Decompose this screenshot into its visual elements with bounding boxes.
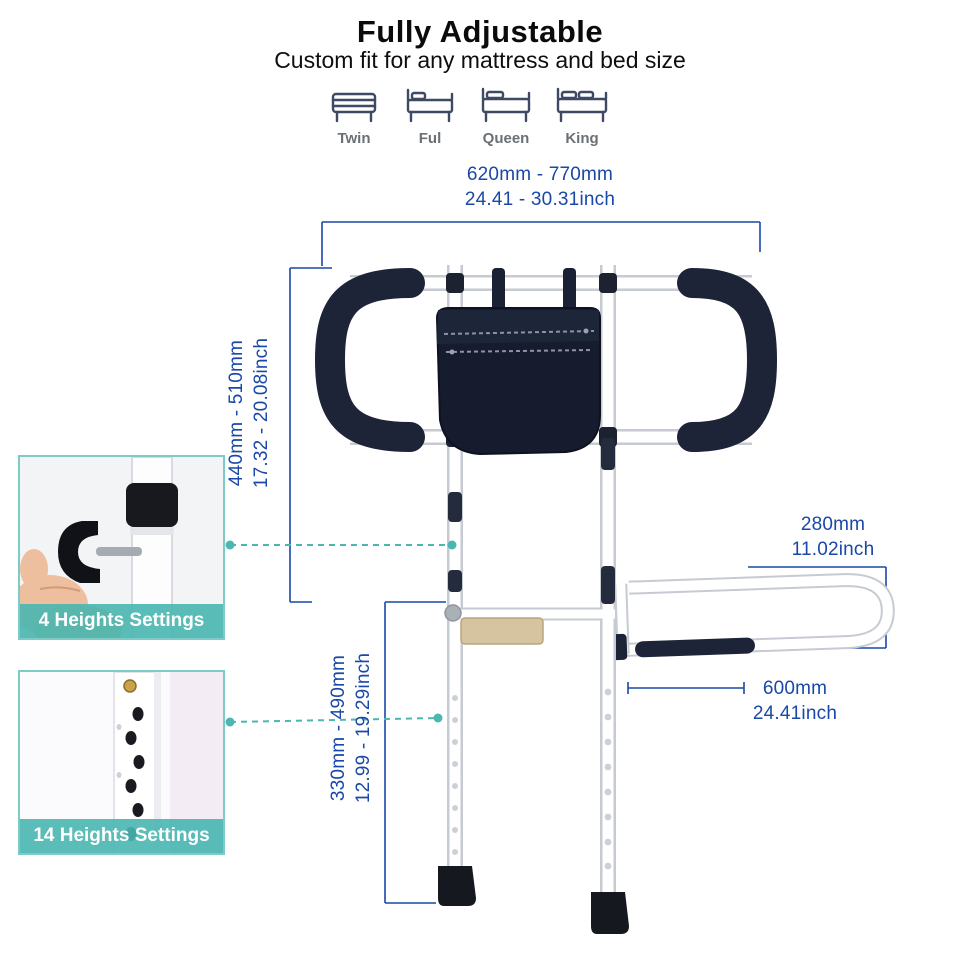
dimension-lines	[289, 221, 887, 904]
dimension-upper-height-mm: 440mm - 510mm	[226, 339, 247, 487]
dimension-top-width-mm: 620mm - 770mm	[466, 164, 614, 185]
bed-queen-icon	[481, 87, 531, 123]
adjustment-collar	[601, 438, 615, 470]
bed-size-label: Twin	[337, 130, 371, 147]
dim-line-upper-height	[289, 267, 332, 603]
bed-twin-icon	[331, 92, 377, 123]
bed-full-icon	[406, 88, 454, 123]
dimension-lower-height-inch: 12.99 - 19.29inch	[353, 652, 374, 804]
right-handle-grip	[677, 268, 778, 452]
bed-size-full: Ful	[398, 84, 462, 147]
locking-pin	[96, 547, 142, 556]
dimension-loop-length-inch: 24.41inch	[752, 703, 838, 724]
fold-plate	[460, 617, 544, 645]
dimension-top-width: 620mm - 770mm 24.41 - 30.31inch	[420, 162, 660, 212]
left-foot-cap	[438, 866, 476, 906]
dimension-loop-height-mm: 280mm	[800, 514, 866, 535]
left-handle-grip	[314, 268, 425, 452]
adjustment-collar	[448, 570, 462, 592]
page-title: Fully Adjustable	[356, 14, 604, 49]
adjustment-collar	[448, 492, 462, 522]
right-foot-cap	[591, 892, 629, 934]
support-loop	[604, 573, 895, 661]
storage-pouch	[435, 268, 601, 456]
dim-line-top-width	[321, 221, 761, 266]
bed-size-label: King	[565, 130, 599, 147]
dimension-loop-length-mm: 600mm	[762, 678, 828, 699]
leg-holes	[452, 688, 612, 870]
dimension-loop-height: 280mm 11.02inch	[763, 512, 903, 562]
callout-connectors	[225, 540, 457, 727]
bed-king-icon	[556, 87, 608, 123]
pole-cap	[126, 483, 178, 527]
dimension-upper-height: 440mm - 510mm 17.32 - 20.08inch	[224, 243, 274, 583]
inset-14-heights-photo: 14 Heights Settings	[18, 670, 225, 855]
inset-4-heights-label: 4 Heights Settings	[20, 604, 223, 638]
dimension-loop-length: 600mm 24.41inch	[725, 676, 865, 726]
brass-pin	[123, 679, 137, 693]
dim-line-loop-length	[627, 682, 745, 694]
connector-14-heights	[229, 717, 439, 723]
locking-clip	[58, 521, 100, 583]
inset-14-heights-label: 14 Heights Settings	[20, 819, 223, 853]
bed-size-label: Queen	[482, 130, 530, 147]
dimension-upper-height-inch: 17.32 - 20.08inch	[251, 337, 272, 489]
bed-size-queen: Queen	[474, 84, 538, 147]
adjustment-collar	[601, 566, 615, 604]
loop-grip	[635, 637, 755, 658]
dimension-lower-height: 330mm - 490mm 12.99 - 19.29inch	[326, 558, 376, 898]
page-subtitle: Custom fit for any mattress and bed size	[274, 47, 686, 73]
inset-4-heights-photo: 4 Heights Settings	[18, 455, 225, 640]
bed-size-twin: Twin	[322, 84, 386, 147]
bed-size-king: King	[550, 84, 614, 147]
bed-size-label: Ful	[418, 130, 442, 147]
bed-size-row: Twin Ful Queen	[322, 84, 614, 147]
dimension-loop-height-inch: 11.02inch	[791, 539, 875, 560]
dim-line-lower-height	[384, 601, 446, 904]
dimension-top-width-inch: 24.41 - 30.31inch	[464, 189, 616, 210]
fold-knob	[444, 604, 462, 622]
dimension-lower-height-mm: 330mm - 490mm	[328, 654, 349, 802]
